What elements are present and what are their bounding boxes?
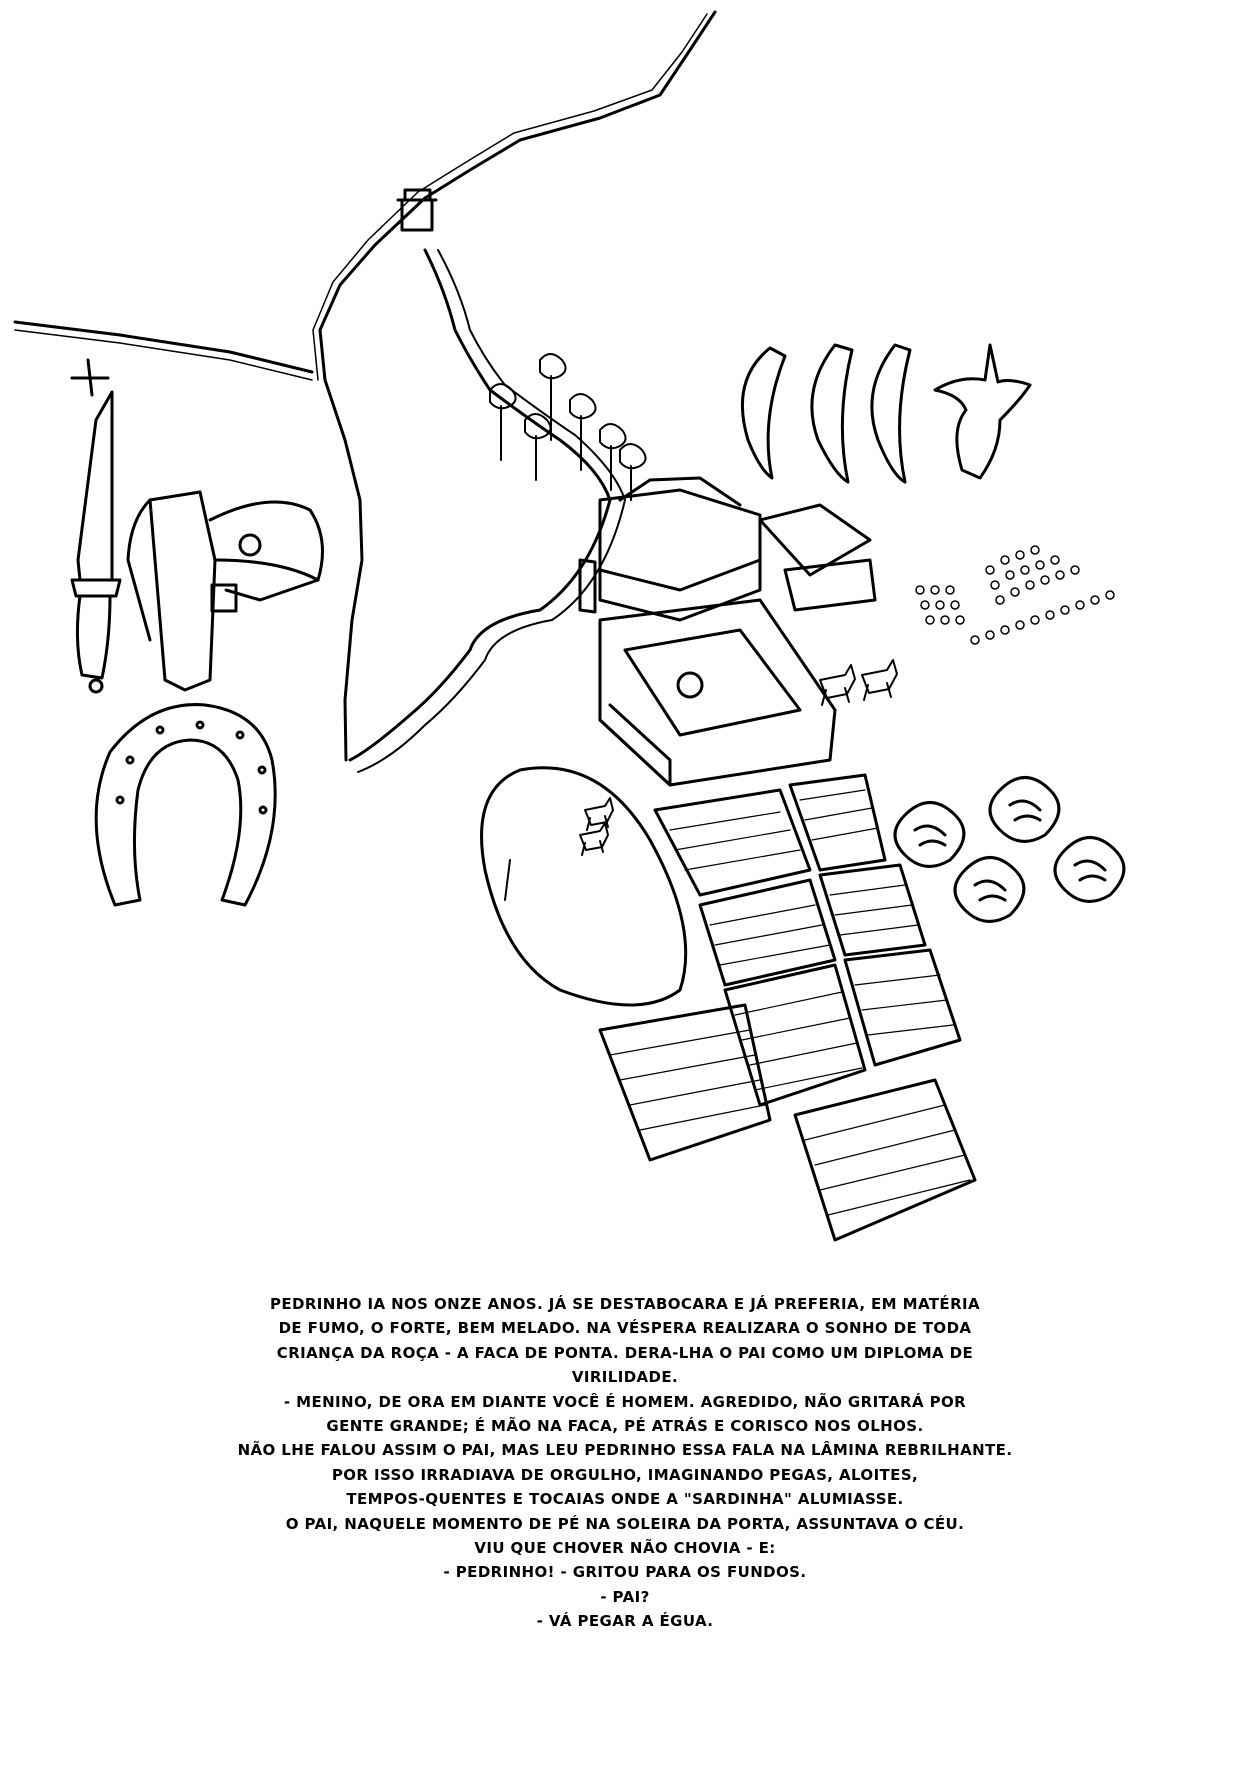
story-line: Pedrinho ia nos onze anos. Já se destabo…: [269, 1295, 981, 1313]
story-line: gente grande; é mão na faca, pé atrás e …: [326, 1417, 924, 1436]
tree-icon: [489, 353, 647, 501]
boundary-line: [323, 378, 364, 762]
story-line: tempos-quentes e tocaias onde a "sardinh…: [346, 1490, 904, 1509]
cabbage-icon: [893, 776, 1126, 923]
farmhouse-icon: [578, 476, 877, 622]
gate-icon: [396, 188, 438, 232]
horse-icon: [579, 659, 898, 856]
story-line: O pai, naquele momento de pé na soleira …: [285, 1514, 965, 1533]
banana-icon: [740, 343, 1032, 484]
fence-left: [13, 320, 314, 374]
story-line: Não lhe falou assim o pai, mas leu Pedri…: [237, 1441, 1013, 1460]
sparkle-icon: [70, 358, 110, 397]
farm-map-illustration: [13, 10, 1126, 1242]
knife-icon: [70, 358, 122, 694]
horseshoe-icon: [94, 703, 277, 907]
holster-belt-icon: [126, 490, 324, 692]
story-line: de fumo, o forte, bem melado. Na véspera…: [278, 1319, 972, 1338]
paddock: [480, 766, 688, 1007]
story-line: Viu que chover não chovia - e:: [474, 1539, 776, 1558]
story-line: virilidade.: [571, 1368, 679, 1387]
story-line: criança da roça - a faca de ponta. Dera-…: [276, 1343, 974, 1362]
river: [348, 248, 612, 762]
story-text: Pedrinho ia nos onze anos. Já se destabo…: [225, 1292, 1025, 1634]
crop-fields: [598, 773, 977, 1242]
courtyard: [598, 598, 837, 787]
story-line: - Pedrinho! - gritou para os fundos.: [443, 1563, 807, 1582]
story-line: - Pai?: [600, 1587, 650, 1606]
story-line: - Menino, de ora em diante você é homem.…: [283, 1392, 967, 1411]
story-line: - Vá pegar a égua.: [536, 1612, 714, 1631]
seed-grid: [915, 545, 1115, 645]
story-line: Por isso irradiava de orgulho, imaginand…: [331, 1465, 919, 1484]
fence-right: [318, 10, 717, 382]
